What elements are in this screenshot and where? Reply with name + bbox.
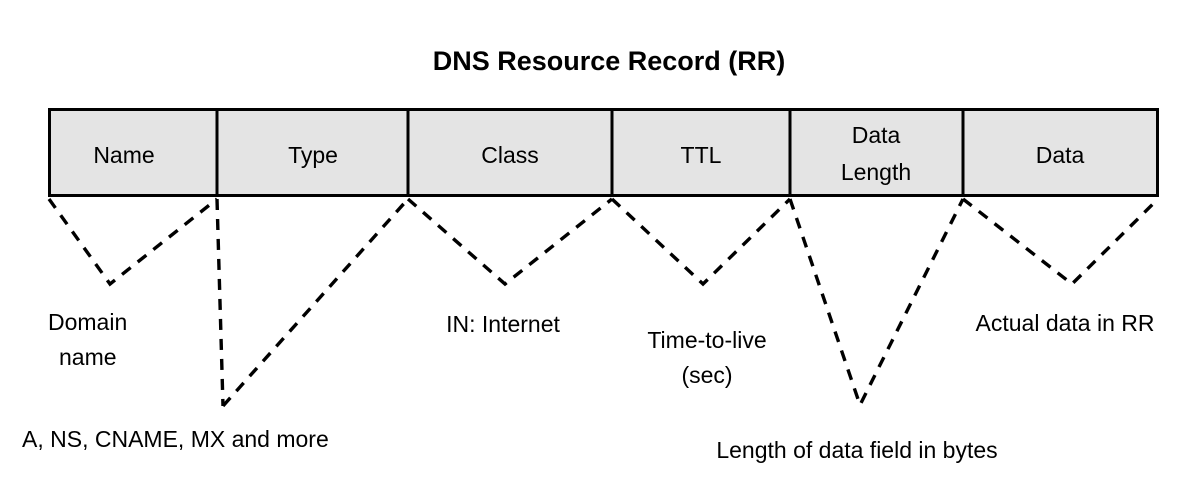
field-label-data-length-line1: Data bbox=[852, 122, 901, 148]
page-title: DNS Resource Record (RR) bbox=[433, 46, 786, 76]
field-label-data: Data bbox=[1036, 142, 1085, 168]
annotation-data: Actual data in RR bbox=[976, 310, 1155, 336]
field-label-class: Class bbox=[481, 142, 539, 168]
field-label-type: Type bbox=[288, 142, 338, 168]
leader-line-class bbox=[406, 197, 614, 287]
leader-line-data bbox=[961, 197, 1160, 287]
annotation-name-line1: Domain bbox=[48, 309, 127, 335]
leader-line-ttl bbox=[610, 197, 792, 287]
annotation-class: IN: Internet bbox=[446, 311, 560, 337]
annotation-ttl-line2: (sec) bbox=[681, 362, 732, 388]
annotation-type: A, NS, CNAME, MX and more bbox=[22, 426, 329, 452]
leader-line-type-diagonal bbox=[221, 197, 410, 408]
field-label-ttl: TTL bbox=[681, 142, 722, 168]
field-label-data-length-line2: Length bbox=[841, 159, 911, 185]
leader-line-name bbox=[47, 197, 219, 287]
annotation-ttl-line1: Time-to-live bbox=[647, 327, 766, 353]
leader-line-type-vertical bbox=[215, 198, 225, 407]
record-row-box bbox=[48, 108, 1159, 197]
annotation-data-length: Length of data field in bytes bbox=[716, 437, 997, 463]
leader-line-data-length bbox=[788, 198, 965, 410]
field-label-name: Name bbox=[93, 142, 154, 168]
annotation-name-line2: name bbox=[59, 344, 117, 370]
